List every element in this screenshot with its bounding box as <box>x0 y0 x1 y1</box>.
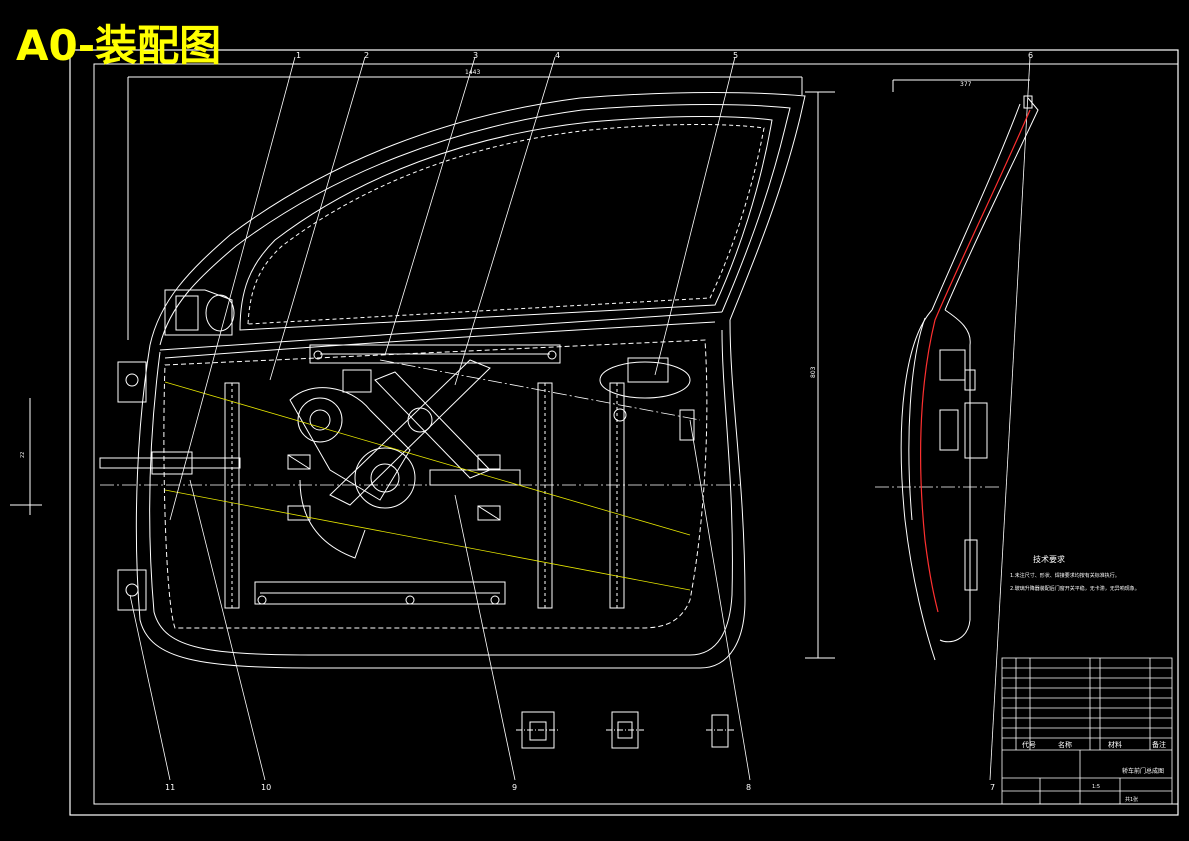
balloon-7: 7 <box>990 783 995 792</box>
tech-req-line2: 2.玻璃升降器装配后门窗开关平稳，无卡滞，无异响现象。 <box>1010 585 1140 592</box>
dim-left-small: 22 <box>20 452 26 458</box>
door-section-view <box>875 79 1039 661</box>
dim-height: 803 <box>810 366 817 378</box>
bom-header-material: 材料 <box>1108 740 1122 749</box>
sheet-title: A0-装配图 <box>16 21 221 70</box>
balloon-labels: 1 2 3 4 5 6 7 8 9 10 11 <box>165 51 1033 792</box>
yellow-guide-lines <box>164 381 691 591</box>
left-dimension <box>10 398 42 515</box>
bom-scale: 1:5 <box>1092 784 1100 790</box>
balloon-3: 3 <box>473 51 478 60</box>
bom-header-code: 代号 <box>1022 740 1036 749</box>
bom-sheet-info: 共1张 <box>1125 796 1138 803</box>
balloon-4: 4 <box>555 51 560 60</box>
centerlines <box>100 359 740 486</box>
detail-sections <box>516 711 734 749</box>
seal-strip-red <box>920 109 1031 613</box>
balloon-1: 1 <box>296 51 301 60</box>
dim-top-width: 1443 <box>465 69 480 76</box>
bom-header-note: 备注 <box>1152 740 1166 749</box>
balloon-6: 6 <box>1028 51 1033 60</box>
bom-table <box>1001 657 1173 805</box>
balloon-8: 8 <box>746 783 751 792</box>
balloon-2: 2 <box>364 51 369 60</box>
balloon-11: 11 <box>165 783 175 792</box>
balloon-9: 9 <box>512 783 517 792</box>
leader-lines <box>129 56 1031 781</box>
door-side-view <box>99 76 835 669</box>
tech-req-line1: 1.未注尺寸、形状、焊接要求均按有关标准执行。 <box>1010 572 1120 579</box>
bom-drawing-name: 轿车前门总成图 <box>1122 767 1164 775</box>
balloon-10: 10 <box>261 783 271 792</box>
balloon-5: 5 <box>733 51 738 60</box>
dim-right-width: 377 <box>960 81 972 88</box>
tech-req-heading: 技术要求 <box>1033 554 1065 564</box>
bom-header-name: 名称 <box>1058 740 1072 749</box>
sheet-border <box>69 49 1179 816</box>
